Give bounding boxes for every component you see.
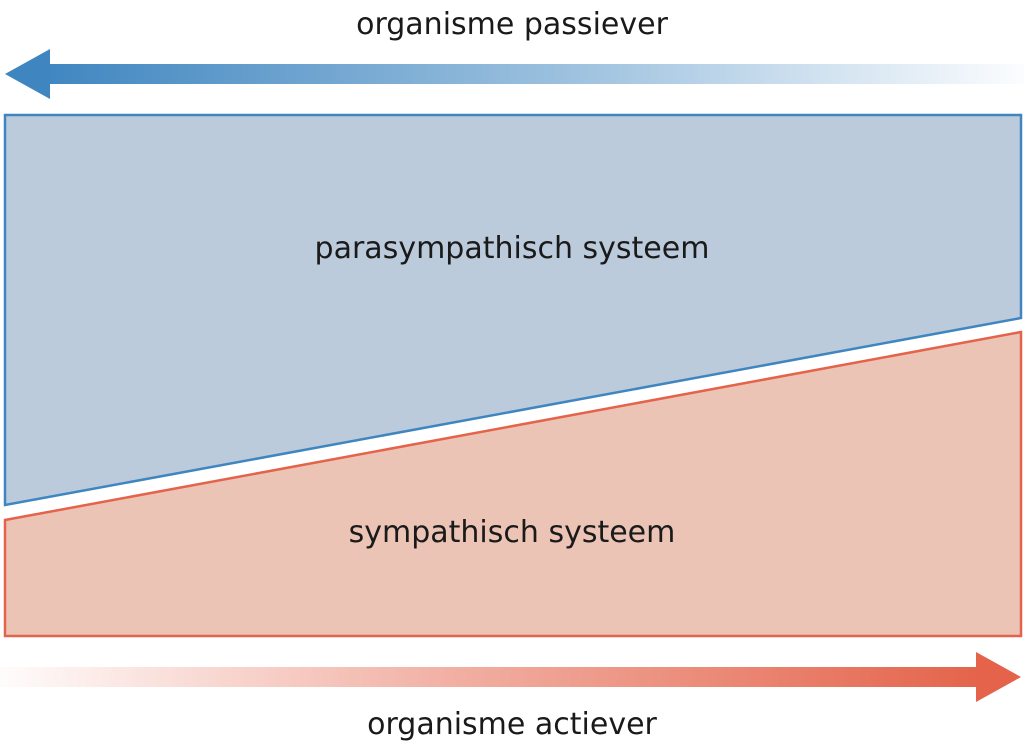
sympathetic-region	[3, 330, 1023, 638]
parasympathetic-region	[3, 113, 1023, 507]
passive-direction-arrow	[5, 49, 1024, 99]
active-arrow-shaft	[0, 667, 984, 687]
passive-arrow-shaft	[40, 64, 1024, 84]
passive-arrow-head	[5, 49, 50, 99]
active-direction-arrow	[0, 652, 1021, 702]
active-arrow-head	[976, 652, 1021, 702]
sympathetic-label: sympathisch systeem	[349, 515, 676, 550]
parasympathetic-label: parasympathisch systeem	[315, 231, 710, 266]
bottom-arrow-label: organisme actiever	[367, 707, 657, 742]
top-arrow-label: organisme passiever	[356, 7, 668, 42]
